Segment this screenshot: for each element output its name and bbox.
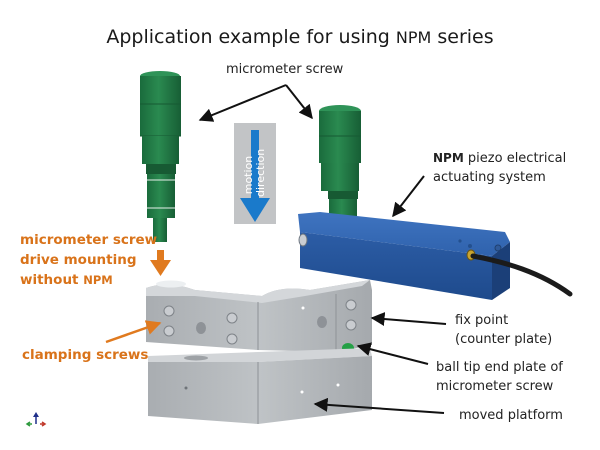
clamping-screw (226, 312, 238, 324)
npm-actuator-pointer (392, 175, 425, 218)
micrometer-screw-pointers (198, 84, 313, 122)
clamping-screw (163, 305, 175, 317)
ball-tip-line2: micrometer screw (436, 379, 554, 394)
motion-direction-panel (234, 123, 276, 224)
moved-platform (148, 348, 372, 424)
label-moved-platform: moved platform (459, 408, 563, 423)
label-fix-point: fix point (counter plate) (455, 311, 552, 349)
clamping-screw (345, 319, 357, 331)
counter-plate (146, 280, 372, 352)
label-drive-mounting: micrometer screw drive mounting without … (20, 230, 157, 290)
fix-point-line1: fix point (455, 313, 509, 328)
label-micrometer-screw: micrometer screw (226, 62, 344, 77)
drive-mounting-line3: without (20, 272, 79, 288)
clamping-screw (226, 333, 238, 345)
clamping-screw (345, 299, 357, 311)
label-npm-product: NPM (433, 151, 464, 165)
label-npm-line1: piezo electrical (467, 151, 567, 166)
label-npm-actuator: NPM piezo electrical actuating system (433, 149, 566, 187)
label-ball-tip: ball tip end plate of micrometer screw (436, 358, 563, 396)
npm-actuator-body (298, 212, 510, 300)
orange-down-arrow (150, 250, 171, 276)
direction-label: direction (254, 148, 267, 197)
drive-mounting-product: NPM (83, 273, 113, 287)
label-clamping-screws: clamping screws (22, 347, 149, 363)
moved-platform-pointer (313, 397, 445, 414)
clamping-screws-pointer (105, 320, 162, 344)
ball-tip-pointer (356, 342, 429, 365)
label-npm-line2: actuating system (433, 170, 546, 185)
ball-tip-line1: ball tip end plate of (436, 360, 563, 375)
page-title: Application example for using NPM series (0, 26, 600, 48)
micrometer-screw-right (319, 105, 361, 219)
actuator-cable (470, 253, 573, 297)
drive-mounting-line1: micrometer screw (20, 232, 158, 248)
title-prefix: Application example for using (106, 26, 390, 48)
motion-direction-label: motion direction (235, 125, 275, 205)
fix-point-line2: (counter plate) (455, 332, 553, 347)
coordinate-axes-icon (25, 412, 47, 427)
drive-mounting-line2: drive mounting (20, 252, 137, 268)
fix-point-pointer (370, 312, 447, 326)
title-suffix: series (437, 26, 494, 48)
title-product: NPM (395, 28, 432, 47)
micrometer-screw-left (140, 71, 181, 242)
clamping-screw (163, 325, 175, 337)
